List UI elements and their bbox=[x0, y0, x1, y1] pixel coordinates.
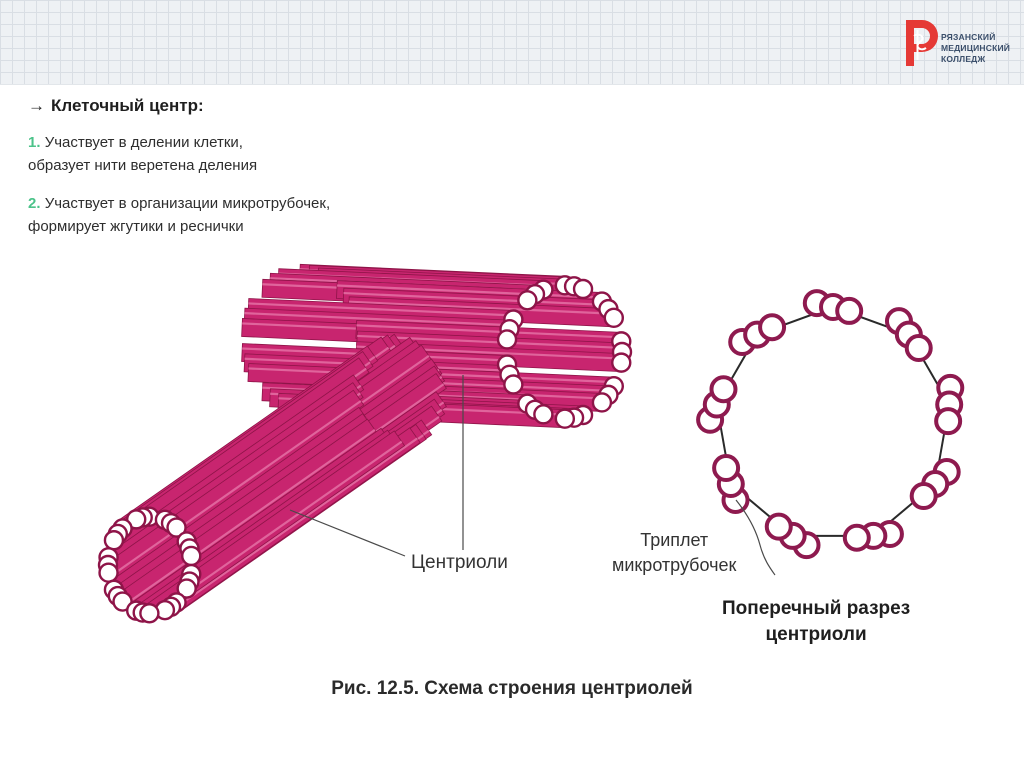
back-tube-end-21 bbox=[498, 330, 516, 348]
triplet-6-tube-3 bbox=[767, 515, 791, 539]
cross-section-ring bbox=[698, 291, 962, 557]
back-tube-end-8 bbox=[612, 354, 630, 372]
triplet-8-tube-3 bbox=[711, 377, 735, 401]
triplet-5-tube-3 bbox=[845, 526, 869, 550]
label-triplet: Триплет микротрубочек bbox=[612, 528, 736, 578]
back-tube-end-15 bbox=[534, 405, 552, 423]
back-tube-end-11 bbox=[593, 393, 611, 411]
back-tube-end-14 bbox=[556, 410, 574, 428]
triplet-9-tube-3 bbox=[760, 315, 784, 339]
label-triplet-line-1: Триплет bbox=[640, 530, 708, 550]
label-triplet-line-2: микротрубочек bbox=[612, 555, 736, 575]
label-section-line-1: Поперечный разрез bbox=[722, 598, 910, 619]
triplet-2-tube-3 bbox=[907, 336, 931, 360]
triplet-3-tube-3 bbox=[936, 409, 960, 433]
triplet-4-tube-3 bbox=[912, 484, 936, 508]
label-cross-section: Поперечный разрез центриоли bbox=[722, 596, 910, 648]
label-centrioles: Центриоли bbox=[411, 552, 508, 574]
front-tube-end-21 bbox=[105, 531, 123, 549]
back-tube-end-18 bbox=[504, 376, 522, 394]
front-tube-end-12 bbox=[140, 604, 158, 622]
triplet-1-tube-3 bbox=[837, 299, 861, 323]
back-tube-end-24 bbox=[518, 291, 536, 309]
figure-caption: Рис. 12.5. Схема строения центриолей bbox=[0, 678, 1024, 700]
triplet-7-tube-3 bbox=[714, 456, 738, 480]
front-tube-end-18 bbox=[100, 564, 118, 582]
back-tube-end-2 bbox=[574, 280, 592, 298]
front-tube-end-5 bbox=[182, 547, 200, 565]
back-tube-end-5 bbox=[605, 309, 623, 327]
label-section-line-2: центриоли bbox=[765, 624, 866, 645]
